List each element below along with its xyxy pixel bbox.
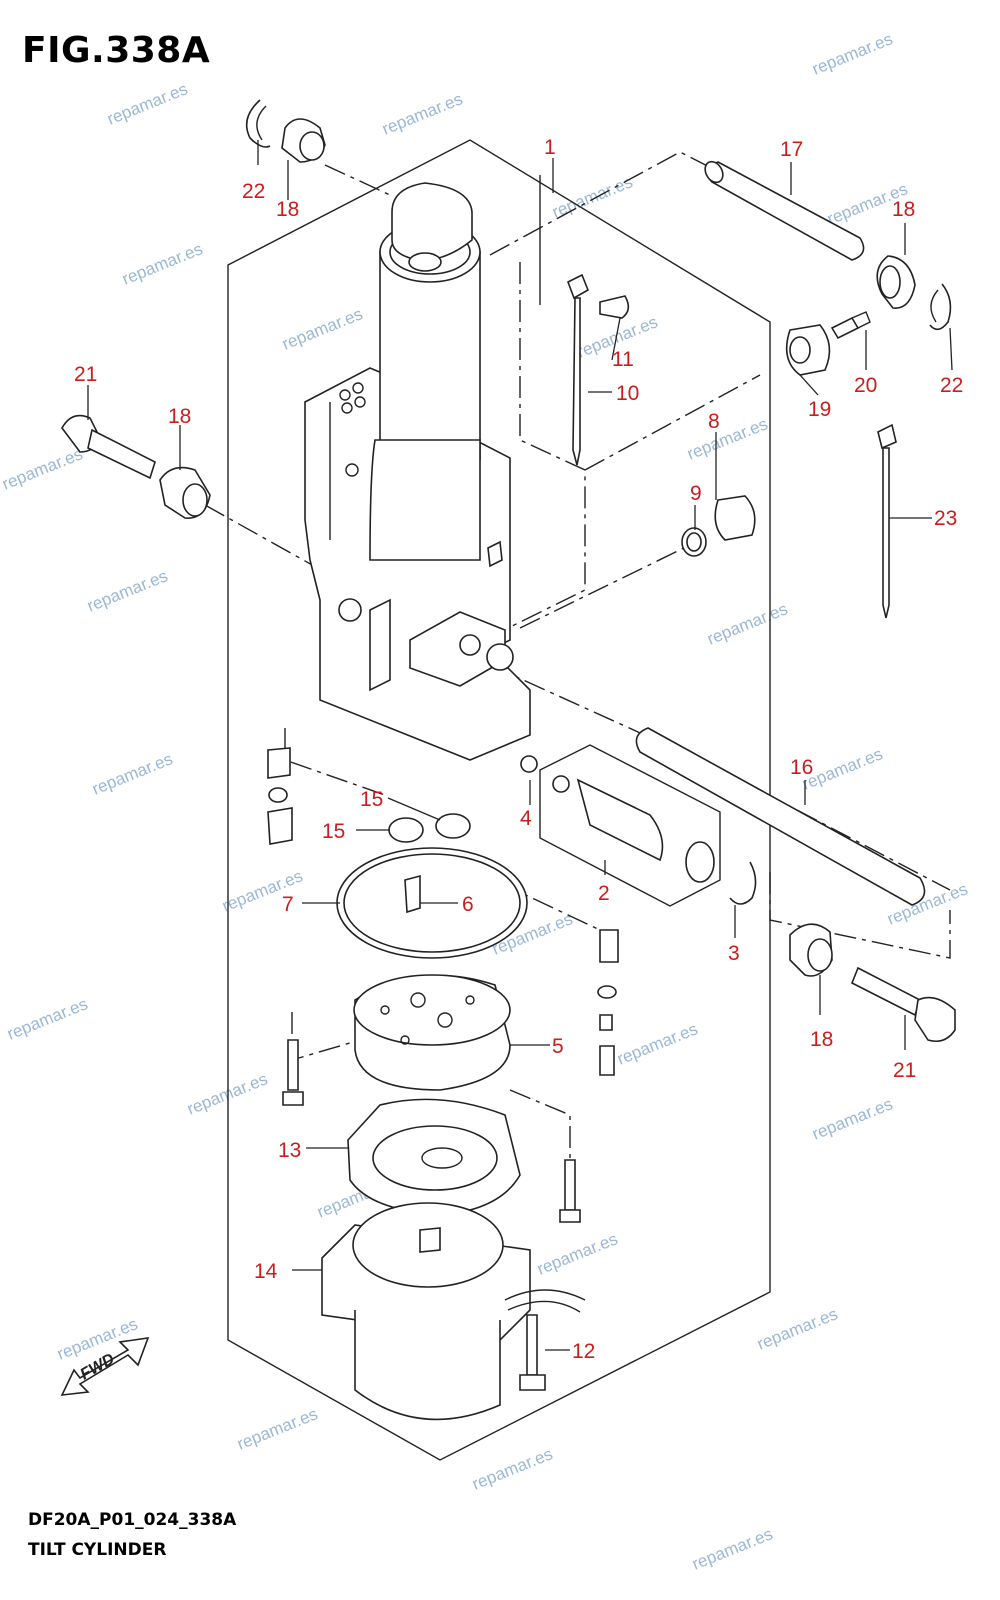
callout-18: 18	[168, 405, 191, 428]
watermark: repamar.es	[534, 1229, 620, 1278]
assembly-frame	[227, 139, 771, 1461]
callout-7: 7	[282, 893, 294, 916]
callouts: 1 2 3 4 5 6 7 8 9 10 11 12 13 14 15 15 1…	[74, 136, 963, 1363]
watermark: repamar.es	[84, 566, 170, 615]
callout-21: 21	[893, 1059, 916, 1082]
watermark: repamar.es	[469, 1444, 555, 1493]
tilt-cylinder-body	[304, 182, 531, 761]
callout-20: 20	[854, 374, 877, 397]
left-bolt-group	[61, 99, 326, 519]
watermark: repamar.es	[279, 304, 365, 353]
watermark: repamar.es	[704, 599, 790, 648]
callout-6: 6	[462, 893, 474, 916]
callout-16: 16	[790, 756, 813, 779]
callout-18: 18	[810, 1028, 833, 1051]
watermark: repamar.es	[684, 414, 770, 463]
callout-1: 1	[544, 136, 556, 159]
callout-2: 2	[598, 882, 610, 905]
watermark: repamar.es	[119, 239, 205, 288]
callout-19: 19	[808, 398, 831, 421]
callout-15: 15	[322, 820, 345, 843]
callout-8: 8	[708, 410, 720, 433]
callout-15: 15	[360, 788, 383, 811]
fwd-label: FWD	[78, 1350, 118, 1383]
callout-14: 14	[254, 1260, 278, 1283]
callout-18: 18	[892, 198, 915, 221]
callout-13: 13	[278, 1139, 301, 1162]
motor-group	[321, 1098, 586, 1421]
callout-18: 18	[276, 198, 299, 221]
callout-17: 17	[780, 138, 803, 161]
callout-22: 22	[242, 180, 265, 203]
callout-12: 12	[572, 1340, 595, 1363]
callout-10: 10	[616, 382, 639, 405]
watermark: repamar.es	[689, 1524, 775, 1573]
watermark: repamar.es	[809, 1094, 895, 1143]
watermark: repamar.es	[809, 29, 895, 78]
callout-9: 9	[690, 482, 702, 505]
callout-3: 3	[728, 942, 740, 965]
watermark: repamar.es	[104, 79, 190, 128]
watermark: repamar.es	[614, 1019, 700, 1068]
callout-4: 4	[520, 807, 532, 830]
watermark: repamar.es	[4, 994, 90, 1043]
plug-group	[681, 495, 756, 557]
model-code: DF20A_P01_024_338A	[28, 1510, 237, 1530]
pump-group	[282, 974, 511, 1106]
callout-23: 23	[934, 507, 957, 530]
figure-title: FIG.338A	[22, 30, 211, 71]
callout-5: 5	[552, 1035, 564, 1058]
watermark: repamar.es	[0, 444, 85, 493]
watermark: repamar.es	[89, 749, 175, 798]
cable-tie-group	[566, 273, 897, 619]
callout-11: 11	[612, 348, 634, 371]
section-title: TILT CYLINDER	[28, 1540, 167, 1560]
callout-21: 21	[74, 363, 97, 386]
right-bolt-group	[789, 923, 956, 1043]
watermark: repamar.es	[754, 1304, 840, 1353]
watermark: repamar.es	[379, 89, 465, 138]
leader-lines	[87, 140, 953, 1351]
watermark: repamar.es	[234, 1404, 320, 1453]
upper-pin-group	[704, 160, 952, 376]
lower-pin-group	[520, 727, 926, 907]
callout-22: 22	[940, 374, 963, 397]
